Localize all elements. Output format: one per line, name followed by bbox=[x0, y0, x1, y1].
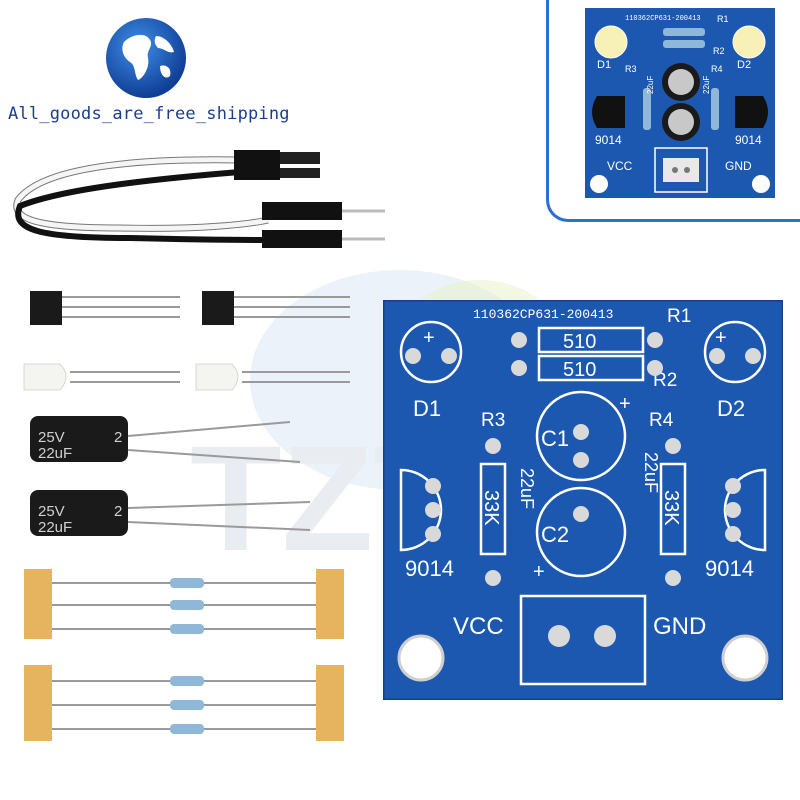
board-code: 110362CP631-200413 bbox=[473, 307, 613, 322]
resistor bbox=[170, 724, 204, 734]
resistor bbox=[663, 28, 705, 36]
resistor bbox=[711, 88, 719, 130]
mount-hole bbox=[397, 634, 445, 682]
leds bbox=[23, 363, 350, 391]
capacitor-voltage: 25V bbox=[38, 503, 65, 520]
d1-plus: + bbox=[423, 327, 435, 349]
c2-value: 22uF bbox=[641, 452, 661, 493]
inset-cap-value-left: 22uF bbox=[646, 76, 655, 94]
power-connector bbox=[663, 158, 699, 182]
inset-r4: R4 bbox=[711, 64, 723, 74]
transistor bbox=[592, 96, 625, 128]
inset-cap-value-right: 22uF bbox=[702, 76, 711, 94]
inset-frame bbox=[546, 0, 800, 222]
shipping-text: All_goods_are_free_shipping bbox=[8, 104, 290, 124]
assembled-pcb: 110362CP631-200413 R1 R2 R3 R4 D1 D2 22u… bbox=[585, 8, 775, 198]
resistor bbox=[663, 40, 705, 48]
capacitor-capacitance: 22uF bbox=[38, 519, 72, 536]
inset-d2: D2 bbox=[737, 59, 751, 71]
vcc-label: VCC bbox=[453, 613, 504, 640]
inset-r3: R3 bbox=[625, 64, 637, 74]
label-r2: R2 bbox=[653, 370, 677, 391]
mount-hole bbox=[721, 634, 769, 682]
label-r4: R4 bbox=[649, 410, 674, 431]
electrolytic-capacitor: 25V 22uF 2 bbox=[30, 490, 311, 536]
label-r3: R3 bbox=[481, 410, 505, 431]
inset-vcc: VCC bbox=[607, 159, 633, 173]
globe-logo bbox=[106, 18, 186, 98]
q-left-label: 9014 bbox=[405, 556, 454, 581]
c1-value: 22uF bbox=[517, 468, 537, 509]
inset-gnd: GND bbox=[725, 159, 752, 173]
inset-d1: D1 bbox=[597, 59, 611, 71]
dupont-connector bbox=[262, 230, 342, 248]
mount-hole bbox=[752, 175, 770, 193]
led bbox=[732, 25, 766, 59]
c1-plus: + bbox=[619, 393, 631, 415]
resistor bbox=[170, 578, 204, 588]
transistor bbox=[202, 291, 350, 325]
label-d1: D1 bbox=[413, 396, 441, 421]
r2-value: 510 bbox=[563, 359, 596, 381]
label-r1: R1 bbox=[667, 306, 691, 327]
resistor-strip bbox=[24, 569, 344, 639]
transistor bbox=[735, 96, 768, 128]
d2-plus: + bbox=[715, 327, 727, 349]
capacitors: 25V 22uF 2 25V 22uF 2 bbox=[30, 416, 311, 536]
label-d2: D2 bbox=[717, 396, 745, 421]
transistor bbox=[30, 291, 180, 325]
electrolytic-capacitor: 25V 22uF 2 bbox=[30, 416, 301, 463]
resistor-strip bbox=[24, 665, 344, 741]
mount-hole bbox=[590, 175, 608, 193]
resistor bbox=[170, 624, 204, 634]
resistor bbox=[643, 88, 651, 130]
resistor-strips bbox=[24, 569, 344, 741]
capacitor-voltage: 25V bbox=[38, 429, 65, 446]
inset-board-code: 110362CP631-200413 bbox=[625, 15, 701, 23]
dupont-connector bbox=[234, 150, 280, 166]
led bbox=[195, 363, 350, 391]
led bbox=[23, 363, 180, 391]
label-c2: C2 bbox=[541, 522, 569, 547]
c2-plus: + bbox=[533, 561, 545, 583]
main-pcb: 110362CP631-200413 R1 R2 R3 R4 510 510 +… bbox=[383, 300, 783, 700]
transistors bbox=[30, 291, 350, 325]
r3-value: 33K bbox=[480, 490, 502, 526]
jumper-wires bbox=[13, 150, 385, 248]
r1-value: 510 bbox=[563, 331, 596, 353]
inset-r2: R2 bbox=[713, 46, 725, 56]
capacitor-capacitance: 22uF bbox=[38, 445, 72, 462]
dupont-connector bbox=[262, 202, 342, 220]
inset-r1: R1 bbox=[717, 14, 729, 24]
inset-q-left: 9014 bbox=[595, 133, 622, 147]
label-c1: C1 bbox=[541, 426, 569, 451]
resistor bbox=[170, 676, 204, 686]
inset-q-right: 9014 bbox=[735, 133, 762, 147]
led bbox=[594, 25, 628, 59]
r4-value: 33K bbox=[660, 490, 682, 526]
q-right-label: 9014 bbox=[705, 556, 754, 581]
dupont-connector bbox=[234, 166, 280, 180]
capacitor-side: 2 bbox=[114, 429, 122, 446]
capacitor-side: 2 bbox=[114, 503, 122, 520]
resistor bbox=[170, 600, 204, 610]
resistor bbox=[170, 700, 204, 710]
gnd-label: GND bbox=[653, 613, 706, 640]
